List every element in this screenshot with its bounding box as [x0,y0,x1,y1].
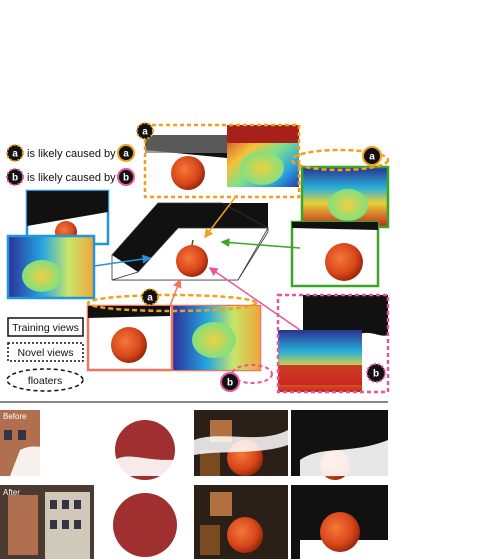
novel-view-top: a [136,122,301,199]
arrow-salmon [169,278,182,307]
badge-right-a [362,146,382,166]
svg-text:b: b [227,378,233,389]
before-label: Before [3,412,27,421]
central-scene [111,202,269,281]
badge-a-solid-letter: a [123,149,129,160]
training-view-bottom: a b [86,288,273,392]
arrow-pink [208,267,301,331]
arrow-orange [204,194,238,239]
badge-top-a [136,122,154,140]
badge-bottom-b [220,372,240,392]
novel-view-bottom-right: b [276,293,390,394]
svg-text:a: a [147,293,153,304]
badge-b-letter: b [12,173,18,184]
legend-novel-label: Novel views [17,347,73,359]
after-row: After [0,485,388,559]
legend: Training views Novel views floaters [6,317,84,392]
legend-training-box [7,317,84,337]
legend-floaters-ellipse [6,368,84,392]
arrow-blue [93,254,152,267]
badge-b-dotted [6,168,24,186]
legend-novel-box [7,342,84,362]
badge-b-solid-letter: b [123,173,129,184]
svg-text:a: a [369,152,375,163]
before-row: Before [0,410,388,480]
badge-b-solid [117,168,135,186]
badge-a-dotted [6,144,24,162]
training-view-left [6,189,110,300]
key-row-a: a is likely caused by a [6,144,135,162]
arrows [93,194,301,331]
badge-a-solid [117,144,135,162]
training-view-right: a [290,146,390,288]
svg-text:a: a [142,127,148,138]
key-row-b: b is likely caused by b [6,168,135,186]
arrow-green [220,238,301,249]
badge-bottom-a [141,288,159,306]
badge-a-letter: a [12,149,18,160]
legend-training-label: Training views [12,322,79,334]
after-label: After [3,488,20,497]
legend-floaters-label: floaters [28,375,62,387]
svg-text:b: b [373,369,379,380]
key-b-text: is likely caused by [27,172,116,184]
key-a-text: is likely caused by [27,148,116,160]
badge-right-b [366,363,386,383]
